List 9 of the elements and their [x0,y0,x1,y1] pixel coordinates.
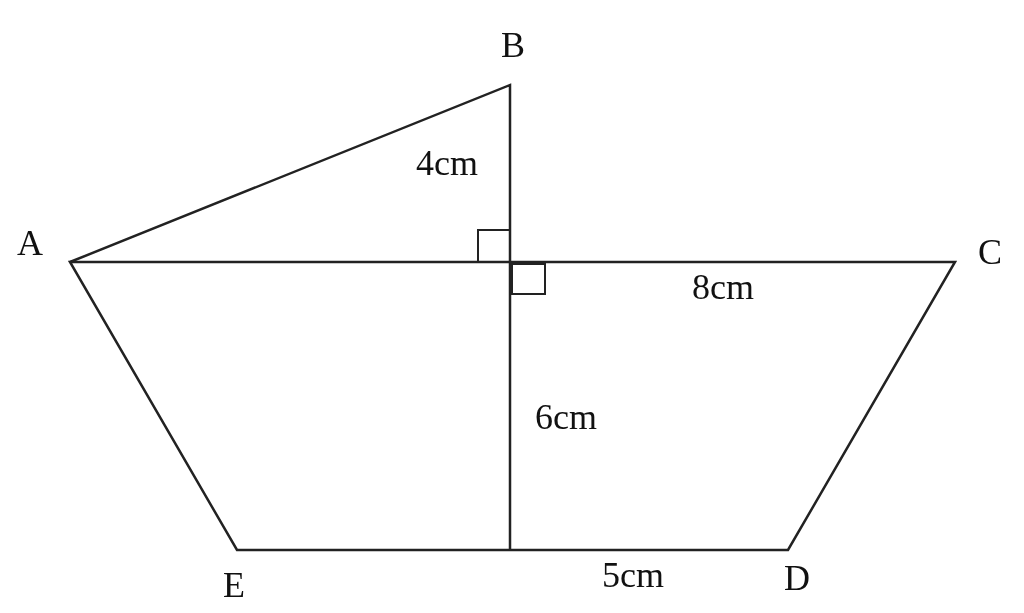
dimension-label: 6cm [535,399,597,435]
dimension-label: 8cm [692,269,754,305]
point-label: A [17,225,43,261]
point-label: D [784,560,810,596]
point-label: C [978,234,1002,270]
point-label: B [501,27,525,63]
dimension-label: 5cm [602,557,664,593]
dimension-label: 4cm [416,145,478,181]
point-label: E [223,567,245,603]
